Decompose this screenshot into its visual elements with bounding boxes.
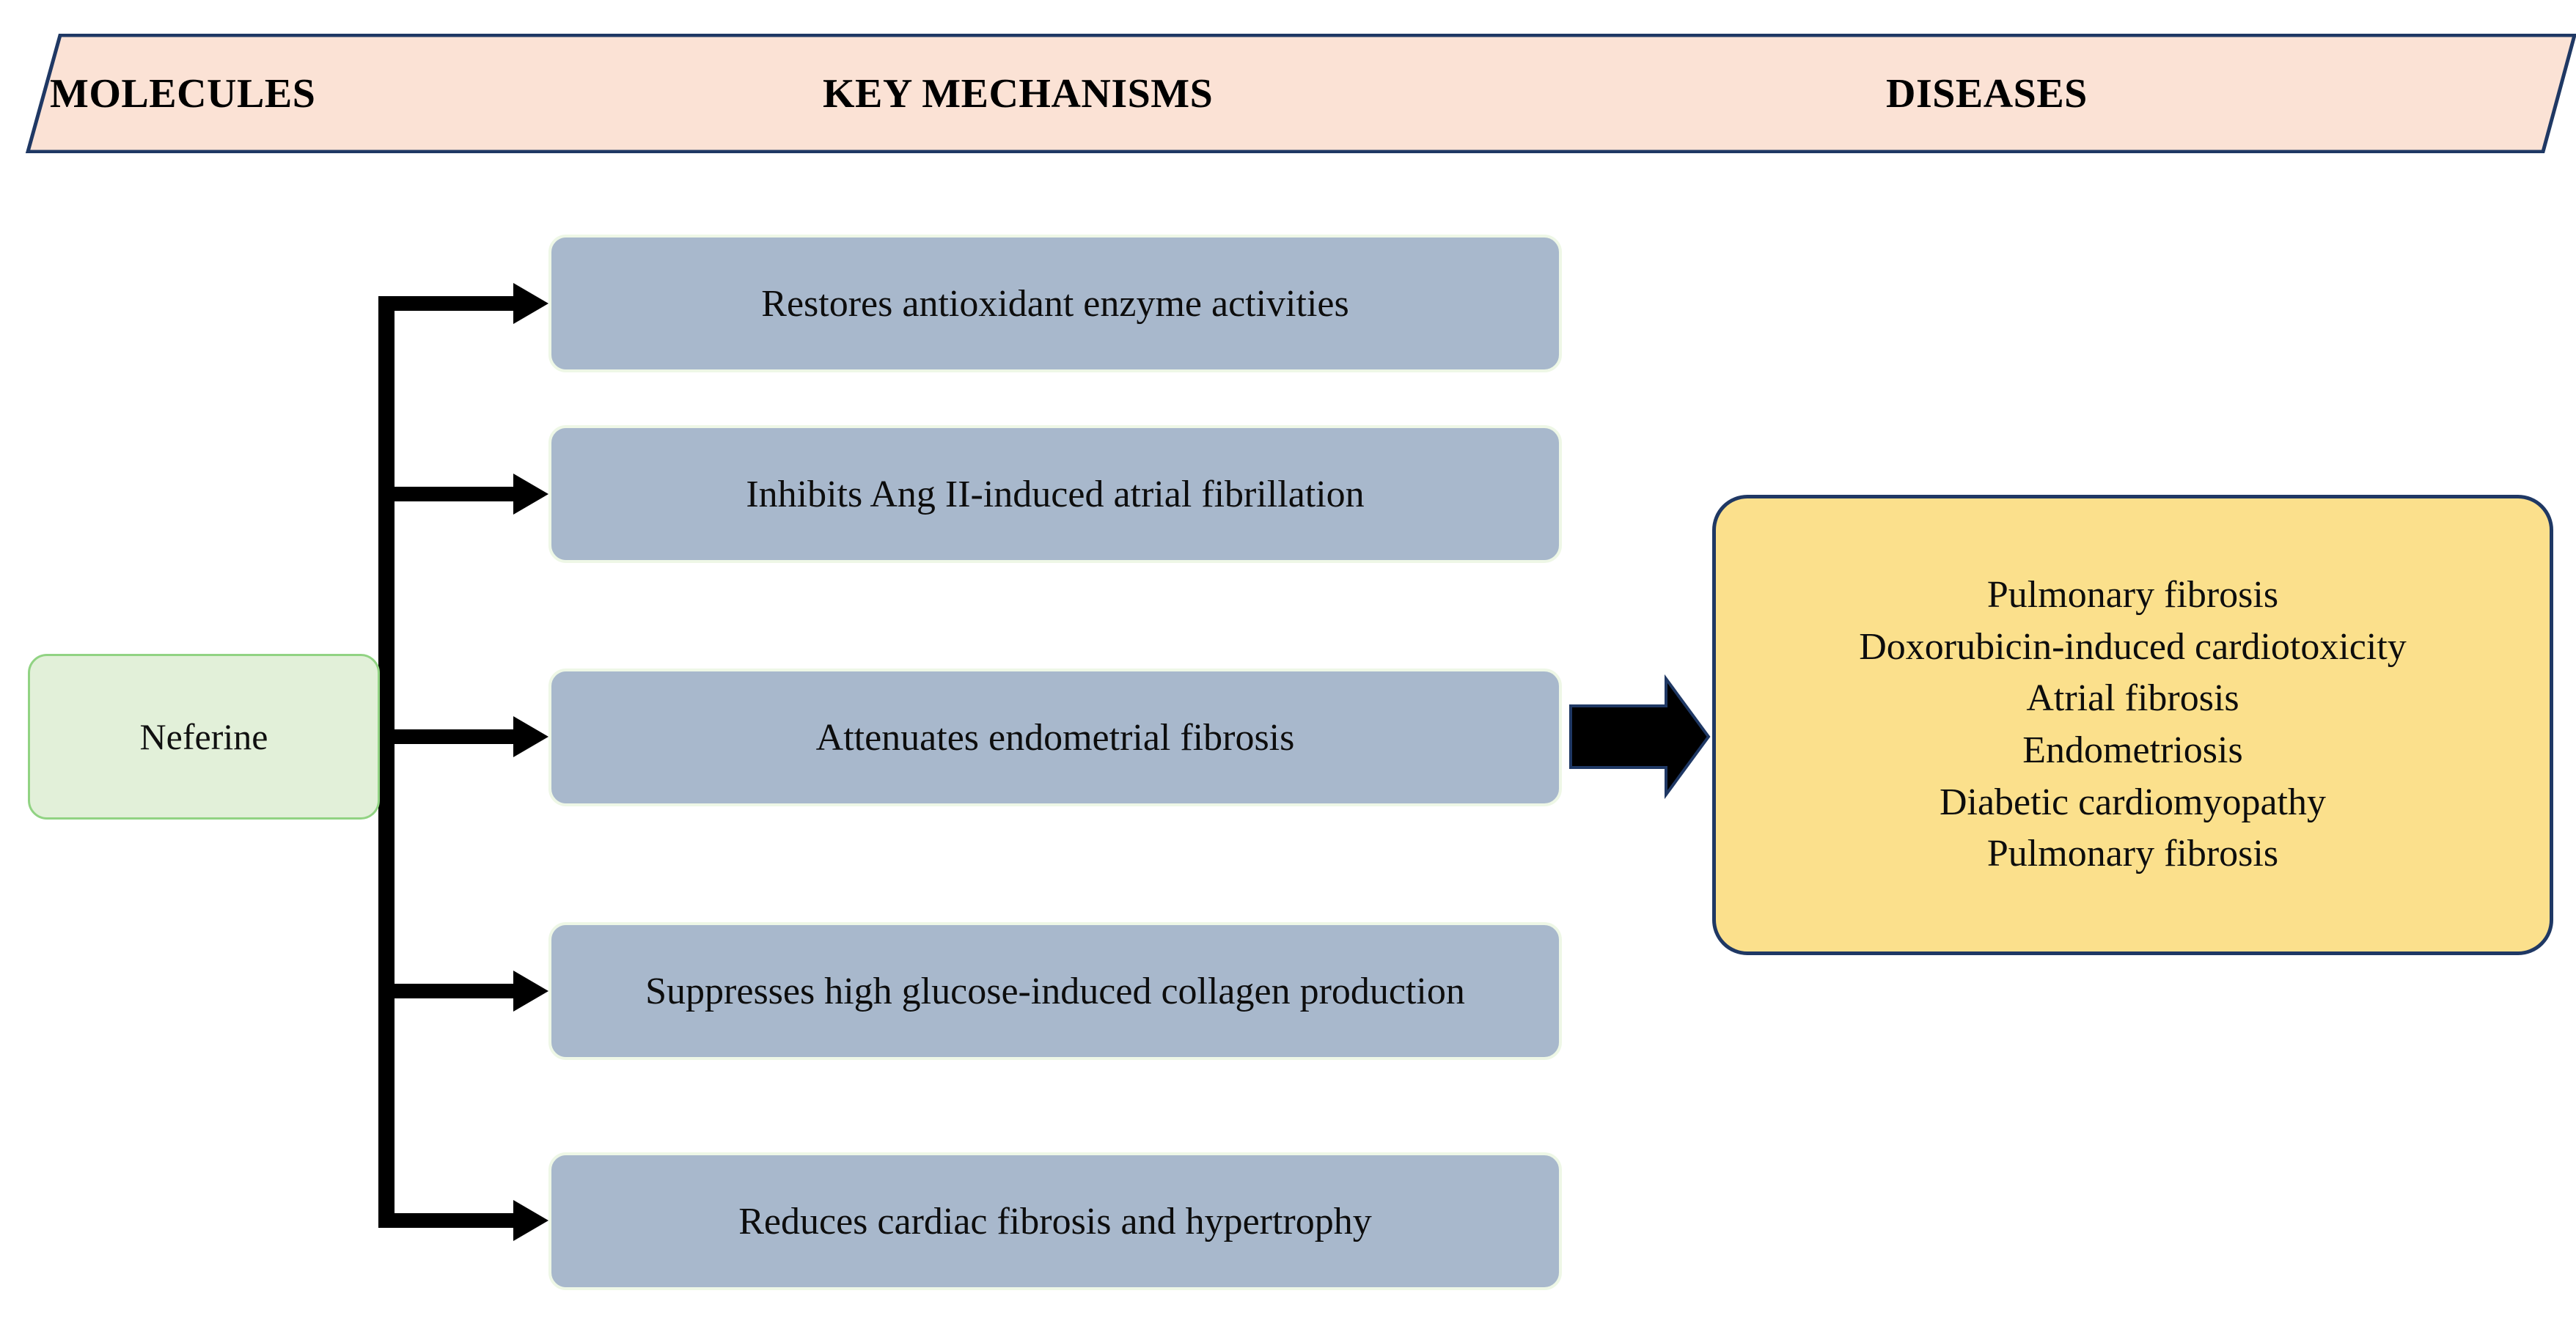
branch-arrow-icon-2 [513,474,548,515]
branch-arrow-icon-5 [513,1200,548,1241]
disease-box[interactable]: Pulmonary fibrosis Doxorubicin-induced c… [1712,495,2553,955]
mechanism-box-restores-antioxidant-enzyme-activities[interactable]: Restores antioxidant enzyme activities [548,235,1562,372]
mechanism-box-reduces-cardiac-fibrosis-and-hypertrophy[interactable]: Reduces cardiac fibrosis and hypertrophy [548,1152,1562,1290]
disease-item-1: Pulmonary fibrosis [1986,573,2279,616]
disease-item-2: Doxorubicin-induced cardiotoxicity [1859,625,2407,668]
header-column-diseases: DISEASES [1886,71,2088,117]
molecule-label: Neferine [139,716,268,757]
header-column-molecules: MOLECULES [50,71,316,117]
block-arrow-icon [1569,674,1711,800]
disease-item-6: Pulmonary fibrosis [1986,833,2279,875]
mechanism-label-restores-antioxidant-enzyme-activities: Restores antioxidant enzyme activities [761,282,1349,325]
mechanism-label-1: Attenuates endometrial fibrosis [815,716,1295,759]
branch-arrow-icon-3 [513,716,548,757]
mechanism-label-inhibits-ang-ii-induced-atrial-fibrillation: Inhibits Ang II-induced atrial fibrillat… [746,473,1365,515]
disease-item-4: Endometriosis [2022,729,2243,771]
header-column-key-mechanisms: KEY MECHANISMS [823,71,1214,117]
molecule-box-neferine[interactable]: Neferine [28,654,380,820]
header-banner-polygon [25,34,2576,153]
header-banner-shape [25,34,2576,153]
disease-item-5: Diabetic cardiomyopathy [1939,781,2327,823]
branch-arrow-icon-1 [513,283,548,324]
branch-arrow-icon-4 [513,971,548,1012]
mechanism-label-reduces-cardiac-fibrosis-and-hypertrophy: Reduces cardiac fibrosis and hypertrophy [738,1200,1372,1242]
mechanism-box-inhibits-ang-ii-induced-atrial-fibrillation[interactable]: Inhibits Ang II-induced atrial fibrillat… [548,425,1562,563]
mechanism-box-suppresses-high-glucose-induced-collagen-production[interactable]: Suppresses high glucose-induced collagen… [548,922,1562,1060]
mechanism-box-1[interactable]: Attenuates endometrial fibrosis [548,669,1562,806]
disease-item-3: Atrial fibrosis [2026,677,2239,720]
mechanism-label-suppresses-high-glucose-induced-collagen-production: Suppresses high glucose-induced collagen… [645,970,1465,1012]
header-banner: MOLECULES KEY MECHANISMS DISEASES [0,34,2576,153]
